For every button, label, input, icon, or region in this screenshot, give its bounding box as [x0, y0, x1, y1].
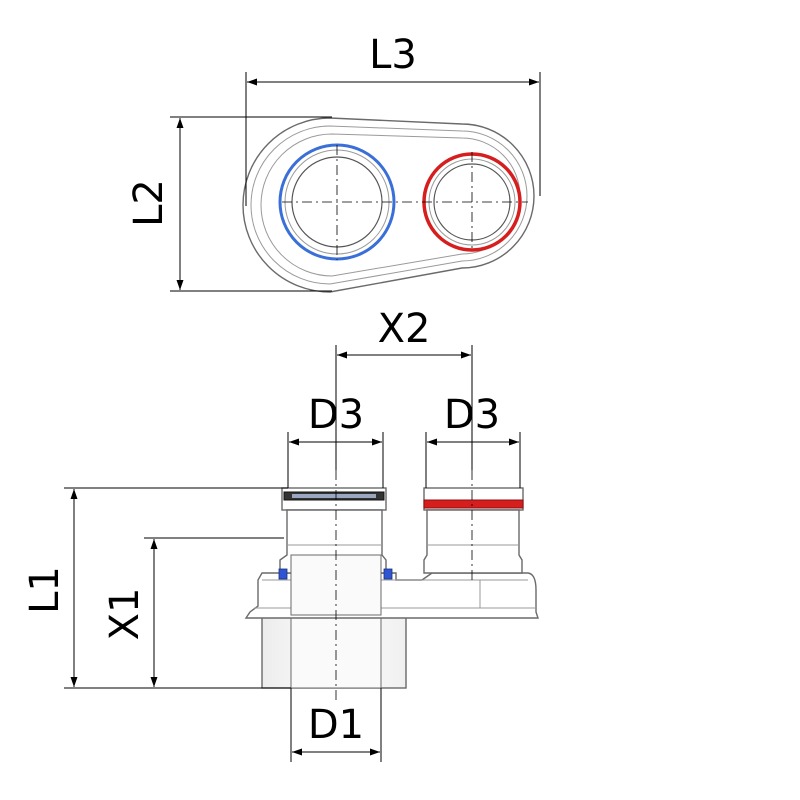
d3-left-label: D3: [308, 392, 364, 438]
hot-socket-seal: [423, 499, 524, 509]
x2-label: X2: [378, 306, 431, 352]
clip-right-icon: [383, 568, 393, 580]
clip-left-icon: [278, 568, 288, 580]
top-view: L3 L2: [126, 32, 541, 293]
cold-socket-seal-inner: [292, 494, 376, 498]
top-body-inner-outline: [250, 125, 528, 285]
l1-label: L1: [22, 566, 68, 614]
side-view: X2 D3 D3 L1 X1 D1: [22, 306, 539, 762]
hot-socket-body: [423, 509, 523, 574]
x1-label: X1: [102, 588, 148, 641]
d3-right-label: D3: [444, 392, 500, 438]
d1-label: D1: [308, 702, 364, 748]
top-body-inner-outline-2: [260, 133, 521, 277]
l2-label: L2: [126, 179, 172, 227]
l3-label: L3: [369, 32, 417, 78]
